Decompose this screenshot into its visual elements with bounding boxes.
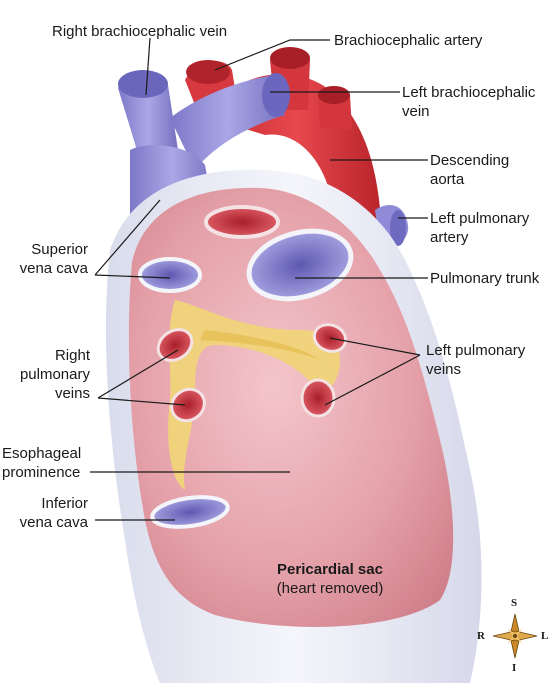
label-pulmonary-trunk: Pulmonary trunk: [430, 270, 540, 287]
reflection-fat: [168, 300, 340, 490]
label-superior-vena-cava: Superior vena cava: [19, 241, 88, 277]
label-left-pulmonary-veins: Left pulmonary veins: [426, 342, 526, 378]
left-pulmonary-vein-lower: [300, 378, 336, 418]
right-pulmonary-vein-lower: [170, 387, 206, 423]
label-left-brachiocephalic-vein: Left brachiocephalic vein: [402, 84, 536, 120]
compass-left: L: [541, 630, 549, 642]
brachiocephalic-artery-opening: [186, 60, 230, 84]
label-heart-removed: (heart removed): [276, 580, 384, 597]
label-brachiocephalic-artery: Brachiocephalic artery: [334, 32, 483, 49]
aorta-opening: [204, 205, 280, 239]
superior-vena-cava-opening: [138, 257, 202, 293]
label-right-brachiocephalic-vein: Right brachiocephalic vein: [52, 23, 228, 40]
compass-inferior: I: [512, 662, 517, 674]
label-right-pulmonary-veins: Right pulmonary veins: [19, 347, 90, 402]
label-descending-aorta: Descending aorta: [430, 152, 510, 188]
orientation-compass: [492, 613, 538, 659]
leader-lines: [90, 37, 428, 521]
right-pulmonary-vein-upper: [156, 328, 194, 362]
left-brachiocephalic-vein: [170, 75, 285, 170]
label-left-pulmonary-artery: Left pulmonary artery: [430, 210, 530, 246]
label-pericardial-sac: Pericardial sac: [277, 561, 383, 578]
pulmonary-trunk-opening: [246, 228, 354, 302]
label-inferior-vena-cava: Inferior vena cava: [19, 495, 88, 531]
label-esophageal-prominence: Esophageal prominence: [2, 445, 82, 481]
compass-right: R: [477, 630, 485, 642]
vessel-openings: [138, 205, 354, 529]
compass-superior: S: [511, 597, 518, 609]
